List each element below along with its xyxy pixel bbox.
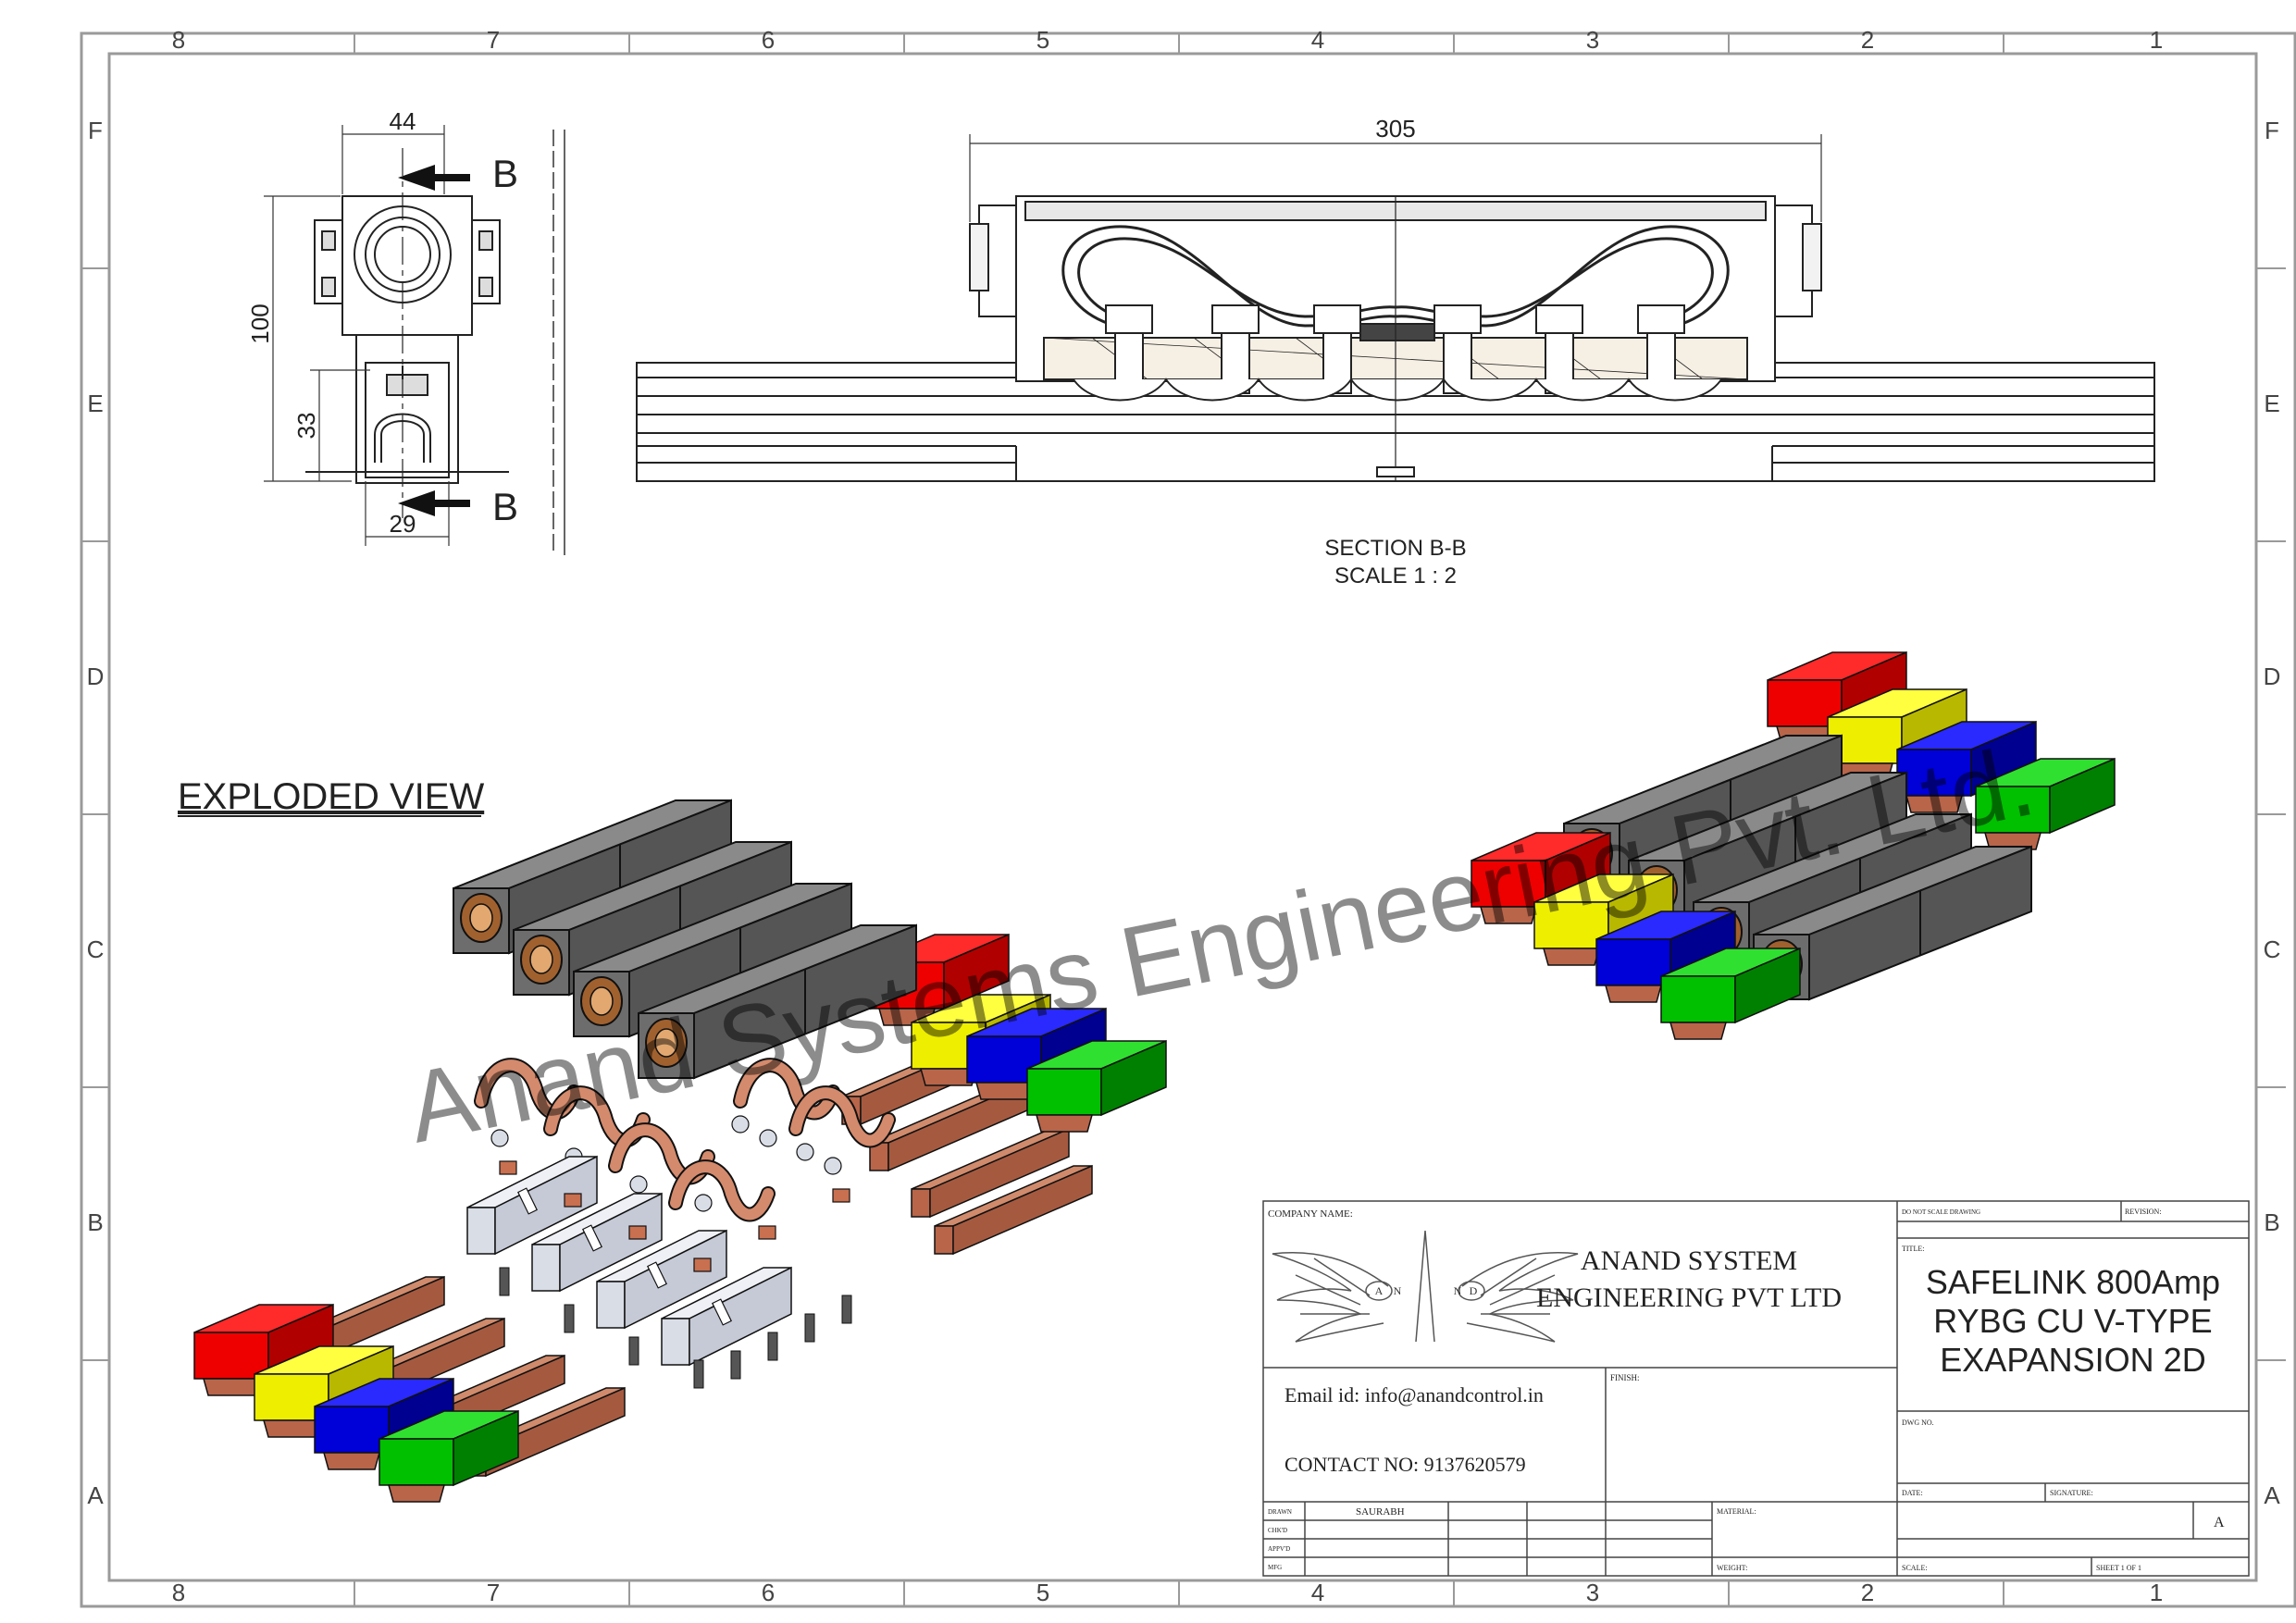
zone-col-7-bottom: 7 — [487, 1579, 500, 1606]
dim-lower-33: 33 — [292, 413, 320, 440]
date-label: DATE: — [1902, 1489, 1923, 1497]
zone-row-f-right: F — [2265, 117, 2279, 144]
logo-letter-a: A — [1375, 1284, 1384, 1297]
zone-col-5-top: 5 — [1036, 26, 1049, 54]
material-label: MATERIAL: — [1717, 1507, 1756, 1516]
zone-col-6-top: 6 — [762, 26, 775, 54]
dim-width-44: 44 — [390, 107, 416, 135]
logo-letter-n2: N — [1454, 1284, 1462, 1297]
title-label: TITLE: — [1902, 1245, 1924, 1253]
drawing-title-line1: SAFELINK 800Amp — [1926, 1263, 2220, 1301]
company-logo — [1272, 1230, 1579, 1343]
zone-col-7-top: 7 — [487, 26, 500, 54]
front-view-dimensions — [264, 125, 565, 555]
section-label-b-bottom: B — [492, 485, 518, 528]
zone-row-c-left: C — [87, 935, 105, 963]
company-name-line1: ANAND SYSTEM — [1581, 1245, 1797, 1276]
zone-row-d-left: D — [87, 663, 105, 690]
zone-ticks — [81, 33, 2286, 1606]
weight-label: WEIGHT: — [1717, 1564, 1747, 1572]
zone-row-f-left: F — [88, 117, 103, 144]
zone-col-3-bottom: 3 — [1586, 1579, 1599, 1606]
outer-border — [80, 31, 2296, 1608]
do-not-scale-label: DO NOT SCALE DRAWING — [1902, 1208, 1980, 1216]
section-scale: SCALE 1 : 2 — [1334, 564, 1457, 588]
dwg-no-label: DWG NO. — [1902, 1419, 1934, 1427]
section-dimension — [969, 134, 1822, 222]
zone-col-8-top: 8 — [172, 26, 185, 54]
zone-col-4-top: 4 — [1311, 26, 1324, 54]
finish-label: FINISH: — [1610, 1373, 1640, 1382]
exploded-view-label: EXPLODED VIEW — [178, 776, 484, 817]
dim-length-305: 305 — [1375, 115, 1415, 142]
zone-row-e-left: E — [87, 390, 103, 417]
section-arrow-bottom — [398, 490, 435, 516]
email-text: Email id: info@anandcontrol.in — [1285, 1383, 1544, 1406]
company-name-line2: ENGINEERING PVT LTD — [1536, 1282, 1842, 1313]
drawing-title-line2: RYBG CU V-TYPE — [1933, 1302, 2212, 1340]
signature-label: SIGNATURE: — [2050, 1489, 2093, 1497]
section-label-b-top: B — [492, 152, 518, 195]
exploded-assembly — [193, 799, 1167, 1503]
zone-row-a-right: A — [2264, 1481, 2280, 1509]
zone-col-2-bottom: 2 — [1861, 1579, 1874, 1606]
dim-height-100: 100 — [246, 304, 274, 343]
zone-row-c-right: C — [2264, 935, 2281, 963]
logo-letter-d: D — [1470, 1284, 1478, 1297]
zone-col-2-top: 2 — [1861, 26, 1874, 54]
contact-text: CONTACT NO: 9137620579 — [1285, 1453, 1526, 1476]
zone-col-6-bottom: 6 — [762, 1579, 775, 1606]
drawn-label: DRAWN — [1268, 1508, 1292, 1516]
zone-col-4-bottom: 4 — [1311, 1579, 1324, 1606]
logo-letter-n1: N — [1394, 1284, 1402, 1297]
zone-col-1-top: 1 — [2150, 26, 2163, 54]
drawn-by: SAURABH — [1356, 1506, 1405, 1518]
zone-row-d-right: D — [2264, 663, 2281, 690]
sheet-number: SHEET 1 OF 1 — [2096, 1564, 2141, 1572]
section-caption: SECTION B-B — [1324, 536, 1466, 561]
zone-row-a-left: A — [87, 1481, 104, 1509]
zone-col-5-bottom: 5 — [1036, 1579, 1049, 1606]
checked-label: CHK'D — [1268, 1527, 1287, 1534]
company-name-label: COMPANY NAME: — [1268, 1208, 1353, 1220]
zone-row-b-left: B — [87, 1208, 103, 1236]
revision-label: REVISION: — [2125, 1208, 2162, 1216]
dim-bottom-29: 29 — [390, 510, 416, 538]
zone-col-3-top: 3 — [1586, 26, 1599, 54]
section-arrow-top — [398, 165, 435, 191]
inner-border — [107, 52, 2258, 1582]
drawing-title-line3: EXAPANSION 2D — [1940, 1341, 2205, 1379]
zone-row-e-right: E — [2264, 390, 2279, 417]
zone-col-1-bottom: 1 — [2150, 1579, 2163, 1606]
zone-row-b-right: B — [2264, 1208, 2279, 1236]
front-view — [305, 148, 509, 518]
zone-col-8-bottom: 8 — [172, 1579, 185, 1606]
scale-label: SCALE: — [1902, 1564, 1928, 1572]
sheet-size: A — [2214, 1515, 2225, 1530]
approved-label: APPV'D — [1268, 1545, 1290, 1553]
section-view — [636, 195, 2155, 482]
mfg-label: MFG — [1268, 1564, 1282, 1571]
